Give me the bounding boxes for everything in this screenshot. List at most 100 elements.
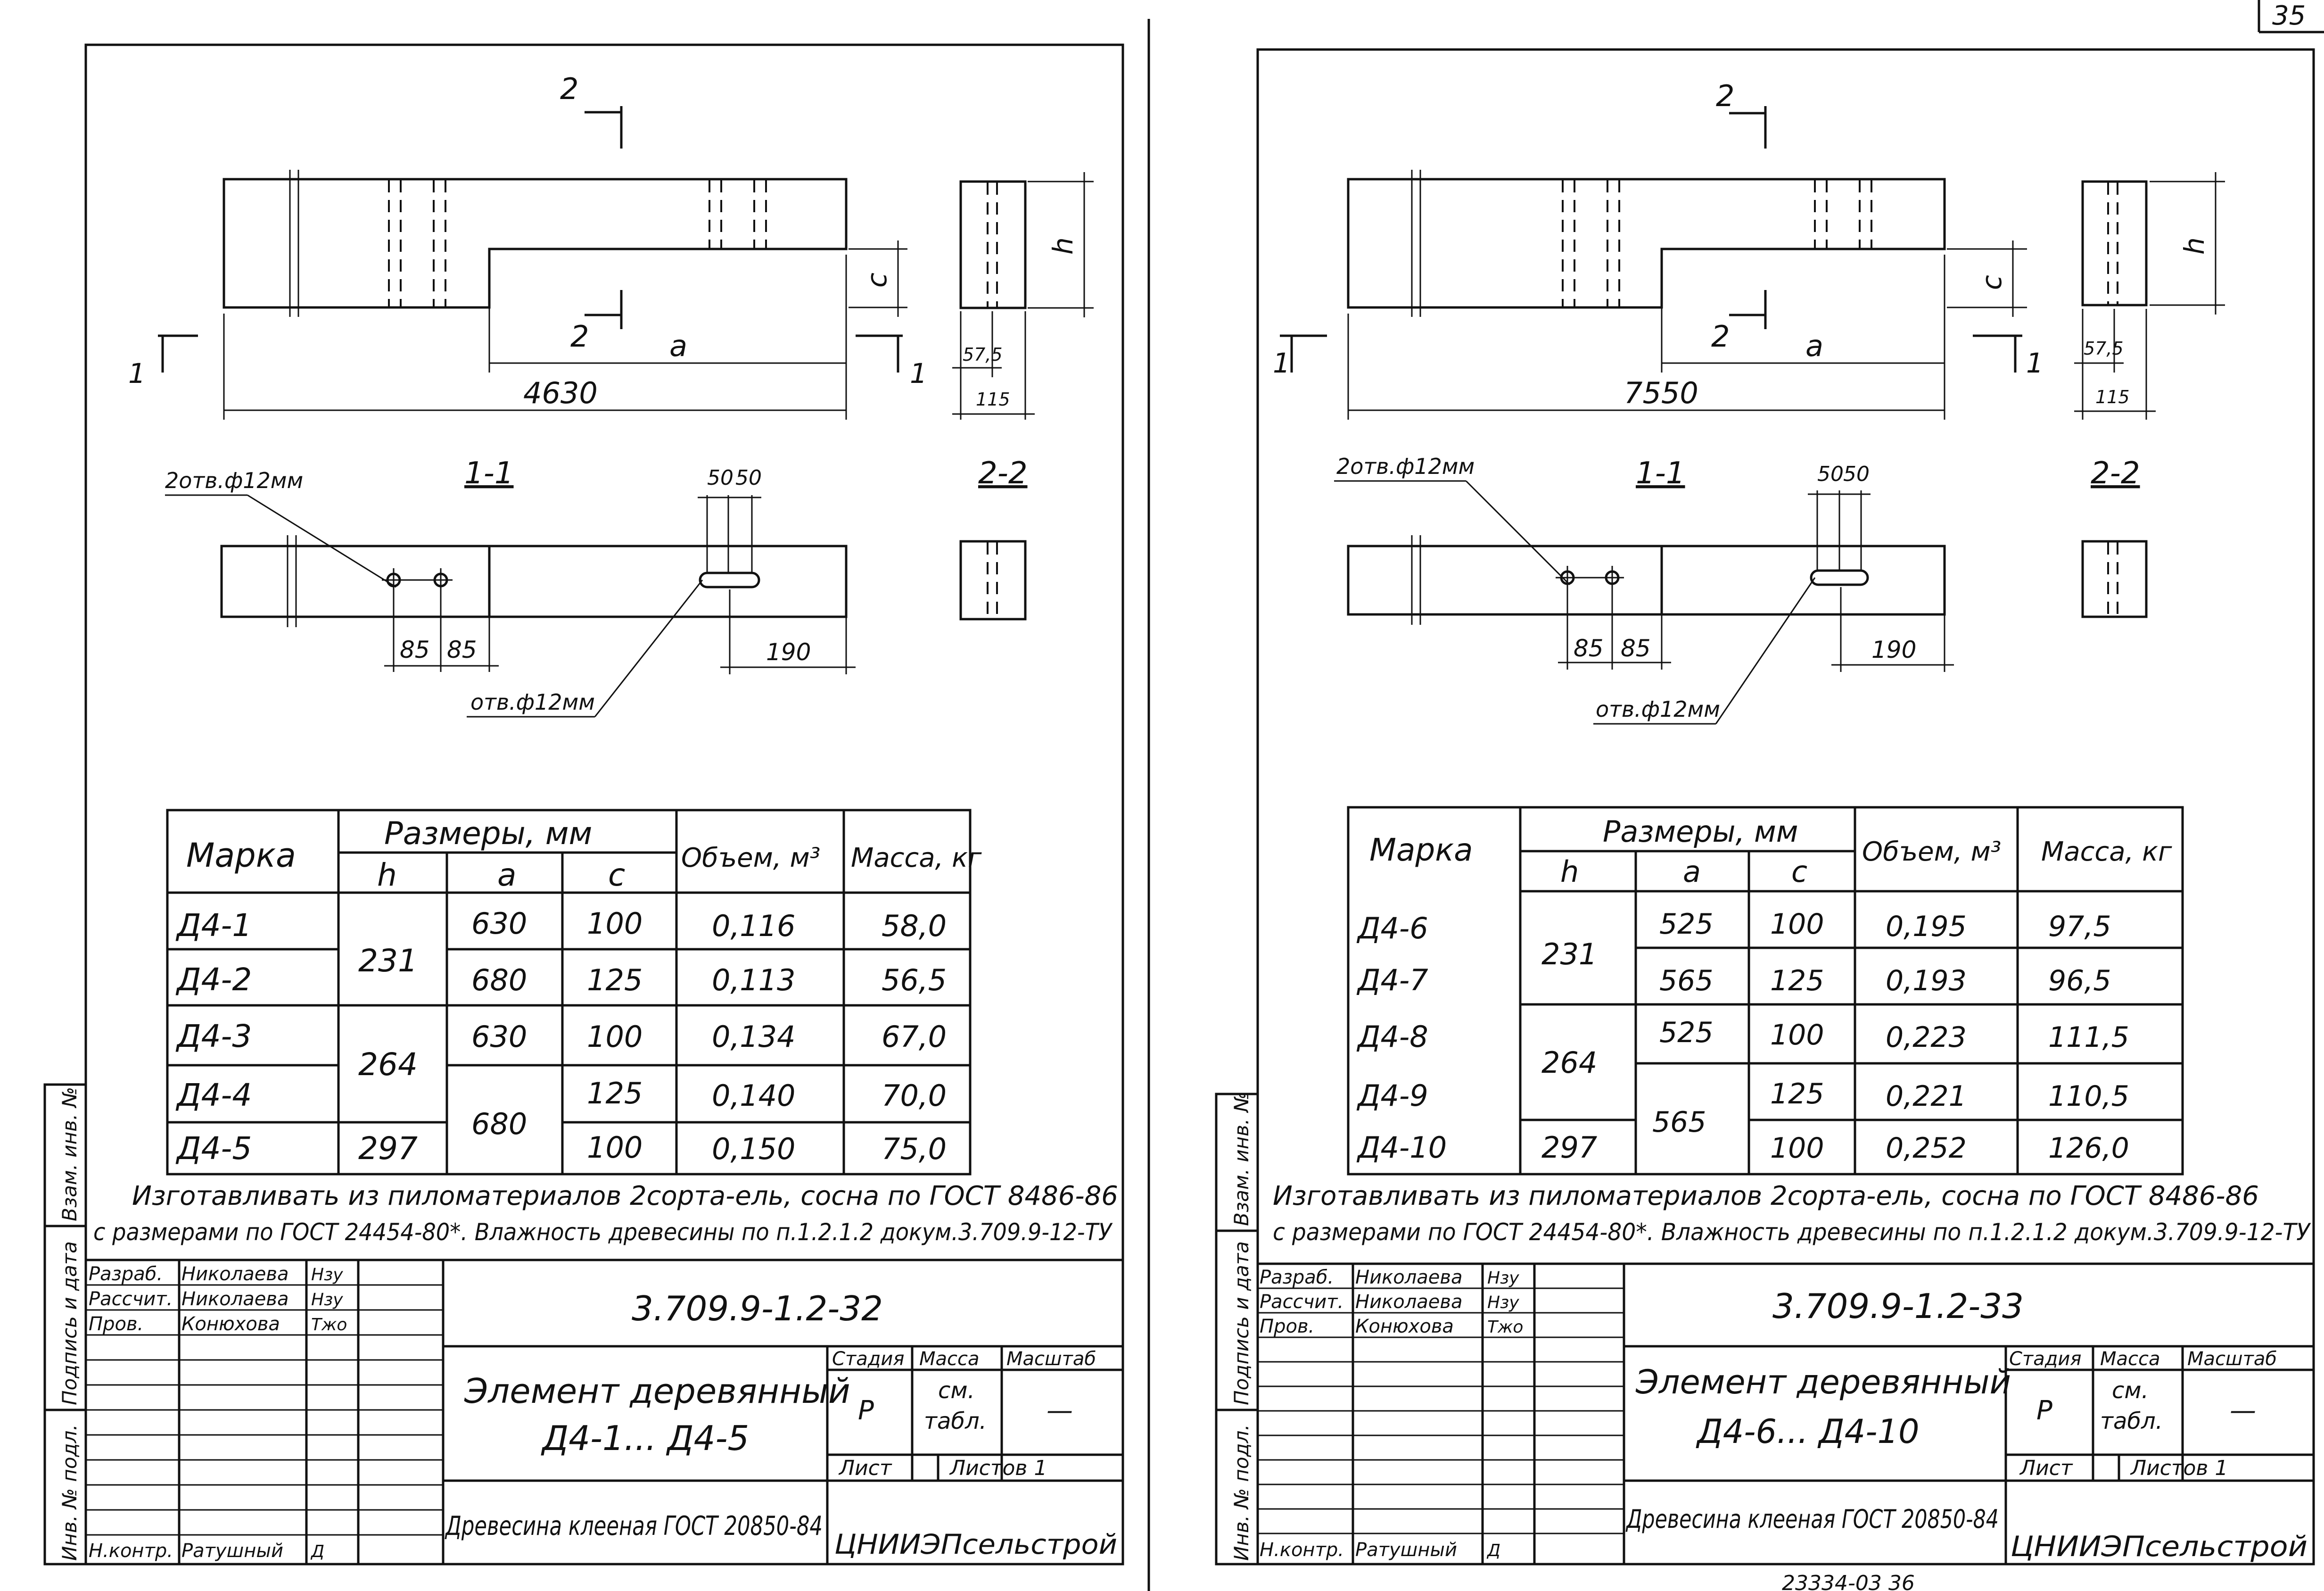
table-header-mass: Масса, кг [851, 843, 982, 873]
table-row: Д4-9 565 125 0,221 110,5 [1356, 1077, 2129, 1139]
cell-a: 630 [471, 906, 527, 941]
cell-marka: Д4-9 [1356, 1078, 1428, 1113]
element-name-line2: Д4-1... Д4-5 [541, 1418, 749, 1458]
section-mark-top: 2 [1716, 79, 1734, 113]
stage-value: Р [858, 1395, 874, 1426]
section-1-1-title: 1-1 [1636, 456, 1685, 491]
sheet-header: Лист [838, 1456, 892, 1480]
cell-marka: Д4-3 [175, 1018, 252, 1054]
dim-85a-label: 85 [400, 636, 430, 663]
note-line-2: с размерами по ГОСТ 24454-80*. Влажность… [93, 1218, 1113, 1246]
side-stamp-vzam: Взам. инв. № [58, 1087, 81, 1221]
mass-header: Масса [2100, 1348, 2160, 1370]
section-1-1-plan: 50 50 85 85 190 2отв.ф12мм отв.ф12мм [165, 466, 856, 718]
table-header-volume: Объем, м³ [681, 843, 820, 873]
cell-mass: 97,5 [2048, 910, 2111, 943]
cell-marka: Д4-5 [175, 1130, 252, 1167]
side-stamp-sign: Подпись и дата [1230, 1241, 1253, 1405]
element-name-line1: Элемент деревянный [464, 1371, 850, 1411]
role-name: Конюхова [181, 1313, 280, 1335]
cell-c: 100 [587, 906, 643, 941]
role-sign: Нзу [1487, 1268, 1519, 1288]
page-number: 35 [2272, 0, 2306, 31]
table-header-volume: Объем, м³ [1862, 837, 2001, 867]
cell-marka: Д4-7 [1356, 963, 1428, 997]
table-header-a: a [497, 857, 516, 893]
title-block: Разраб. Николаева Нзу Рассчит. Николаева… [86, 1259, 1123, 1564]
mass-header: Масса [919, 1348, 980, 1370]
dim-115-label: 115 [976, 389, 1010, 410]
table-row: Д4-8 264 525 100 0,223 111,5 [1356, 1016, 2129, 1080]
table-header-sizes: Размеры, мм [1603, 814, 1798, 849]
stage-header: Стадия [832, 1348, 904, 1370]
title-block: Разраб. Николаева Нзу Рассчит. Николаева… [1258, 1262, 2314, 1564]
cell-marka: Д4-6 [1356, 911, 1428, 945]
role-sign: Нзу [1487, 1293, 1519, 1312]
cell-mass: 58,0 [882, 909, 947, 943]
cell-h: 264 [358, 1046, 418, 1083]
cell-volume: 0,221 [1886, 1080, 1967, 1113]
cell-c: 125 [1770, 1077, 1824, 1110]
cell-marka: Д4-2 [175, 961, 252, 998]
role-sign: Нзу [311, 1265, 343, 1284]
elevation-view: 2 2 1 1 a 7550 c [1273, 79, 2044, 420]
cell-marka: Д4-4 [175, 1077, 252, 1113]
stage-header: Стадия [2009, 1348, 2081, 1370]
cell-c: 100 [1770, 1132, 1824, 1165]
role-sign: Тжо [1487, 1318, 1523, 1337]
element-name-line2: Д4-6... Д4-10 [1696, 1412, 1920, 1451]
dim-57-5-label: 57,5 [2084, 338, 2124, 359]
dim-length-label: 4630 [523, 376, 598, 410]
role-sign: Д [310, 1542, 324, 1561]
dim-a-label: a [1805, 329, 1823, 363]
cell-c: 100 [587, 1019, 643, 1054]
scale-header: Масштаб [1006, 1348, 1096, 1370]
role-name: Ратушный [1355, 1539, 1457, 1561]
table-row: Д4-7 565 125 0,193 96,5 [1356, 963, 2111, 997]
table-row: Д4-4 680 125 0,140 70,0 [175, 1076, 947, 1141]
section-mark-1-right: 1 [910, 357, 927, 389]
cell-marka: Д4-10 [1356, 1130, 1447, 1165]
dim-85a-label: 85 [1574, 635, 1604, 662]
cell-c: 100 [1770, 1019, 1824, 1052]
cell-h: 231 [1541, 937, 1597, 971]
cell-h: 297 [1541, 1130, 1597, 1165]
element-name-line1: Элемент деревянный [1635, 1363, 2011, 1401]
role-label: Рассчит. [1260, 1291, 1343, 1313]
page-number-box: 35 [2258, 0, 2324, 33]
side-stamp-vzam: Взам. инв. № [1230, 1092, 1253, 1226]
cell-h: 231 [358, 943, 418, 979]
stage-value: Р [2036, 1395, 2052, 1426]
role-sign: Нзу [311, 1290, 343, 1309]
table-header-h: h [1560, 854, 1579, 889]
side-stamp-sign: Подпись и дата [58, 1241, 81, 1405]
sheet-frame [84, 43, 1124, 1566]
side-stamp-inv: Инв. № подл. [1230, 1424, 1253, 1561]
table-row: Д4-1 231 630 100 0,116 58,0 [175, 906, 947, 979]
cell-h: 297 [358, 1130, 418, 1167]
cell-a: 525 [1659, 1016, 1714, 1049]
sheets-header: Листов 1 [2130, 1456, 2228, 1480]
table-row: Д4-10 297 100 0,252 126,0 [1356, 1130, 2129, 1165]
cell-h: 264 [1541, 1045, 1597, 1080]
cell-a: 565 [1652, 1106, 1706, 1139]
side-view: h 57,5 115 [2074, 172, 2225, 420]
cell-mass: 70,0 [882, 1078, 947, 1113]
side-stamp: Инв. № подл. Подпись и дата Взам. инв. № [43, 1083, 87, 1566]
table-row: Д4-2 680 125 0,113 56,5 [175, 961, 947, 998]
side-stamp: Инв. № подл. Подпись и дата Взам. инв. № [1215, 1092, 1259, 1566]
section-mark-top: 2 [560, 72, 578, 106]
dim-190-label: 190 [766, 638, 811, 666]
section-mark-bottom: 2 [1711, 319, 1730, 354]
role-name: Конюхова [1355, 1316, 1454, 1337]
cell-a: 680 [471, 963, 527, 997]
table-header-a: a [1683, 854, 1701, 889]
material-note: Древесина клееная ГОСТ 20850-84 [1625, 1504, 1999, 1534]
section-2-2-title: 2-2 [2091, 456, 2140, 491]
table-row: Д4-3 264 630 100 0,134 67,0 [175, 1018, 947, 1083]
spec-table: Марка Размеры, мм h a c Объем, м³ Масса,… [166, 809, 982, 1176]
role-name: Николаева [181, 1288, 288, 1310]
dim-50b-label: 50 [1843, 462, 1870, 486]
cell-a: 525 [1659, 908, 1714, 941]
section-mark-1-left: 1 [128, 357, 146, 389]
